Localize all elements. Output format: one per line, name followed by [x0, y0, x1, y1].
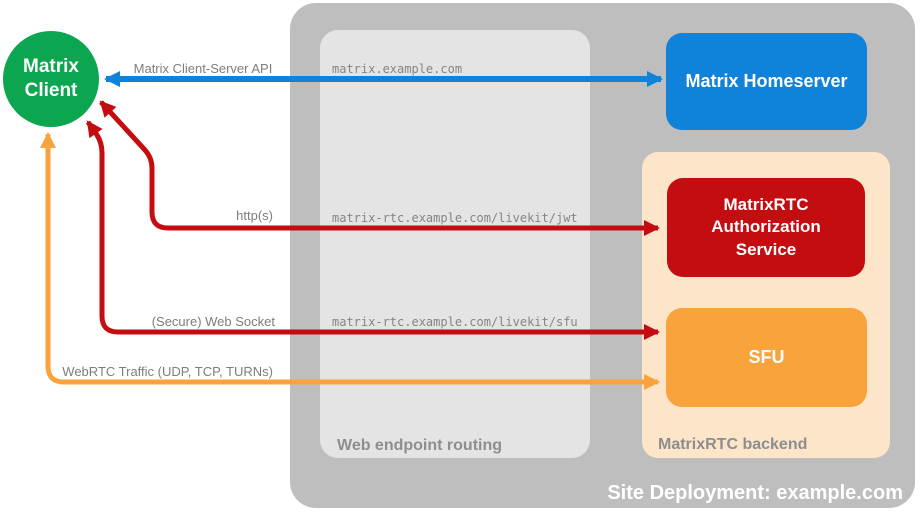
matrixrtc-authorization-service-node: MatrixRTC Authorization Service	[667, 178, 865, 277]
matrix-homeserver-node: Matrix Homeserver	[666, 33, 867, 130]
secure-websocket-label: (Secure) Web Socket	[151, 314, 275, 329]
matrixrtc-authorization-service-label: MatrixRTC Authorization Service	[711, 195, 821, 259]
client-server-api-label: Matrix Client-Server API	[133, 61, 273, 76]
sfu-node: SFU	[666, 308, 867, 407]
sfu-label: SFU	[748, 347, 785, 367]
route-livekit-sfu: matrix-rtc.example.com/livekit/sfu	[332, 315, 578, 329]
webrtc-traffic-label: WebRTC Traffic (UDP, TCP, TURNs)	[62, 364, 273, 379]
site-deployment-label: Site Deployment: example.com	[607, 482, 903, 504]
route-livekit-jwt: matrix-rtc.example.com/livekit/jwt	[332, 211, 578, 225]
https-label: http(s)	[236, 208, 273, 223]
web-endpoint-routing-panel	[320, 30, 590, 458]
matrix-client-label: Matrix Client	[23, 56, 79, 101]
matrix-client-node: Matrix Client	[3, 31, 99, 127]
web-endpoint-routing-label: Web endpoint routing	[337, 437, 503, 454]
route-matrix-domain: matrix.example.com	[332, 62, 463, 76]
matrix-homeserver-label: Matrix Homeserver	[685, 71, 848, 91]
matrixrtc-backend-label: MatrixRTC backend	[658, 436, 808, 453]
